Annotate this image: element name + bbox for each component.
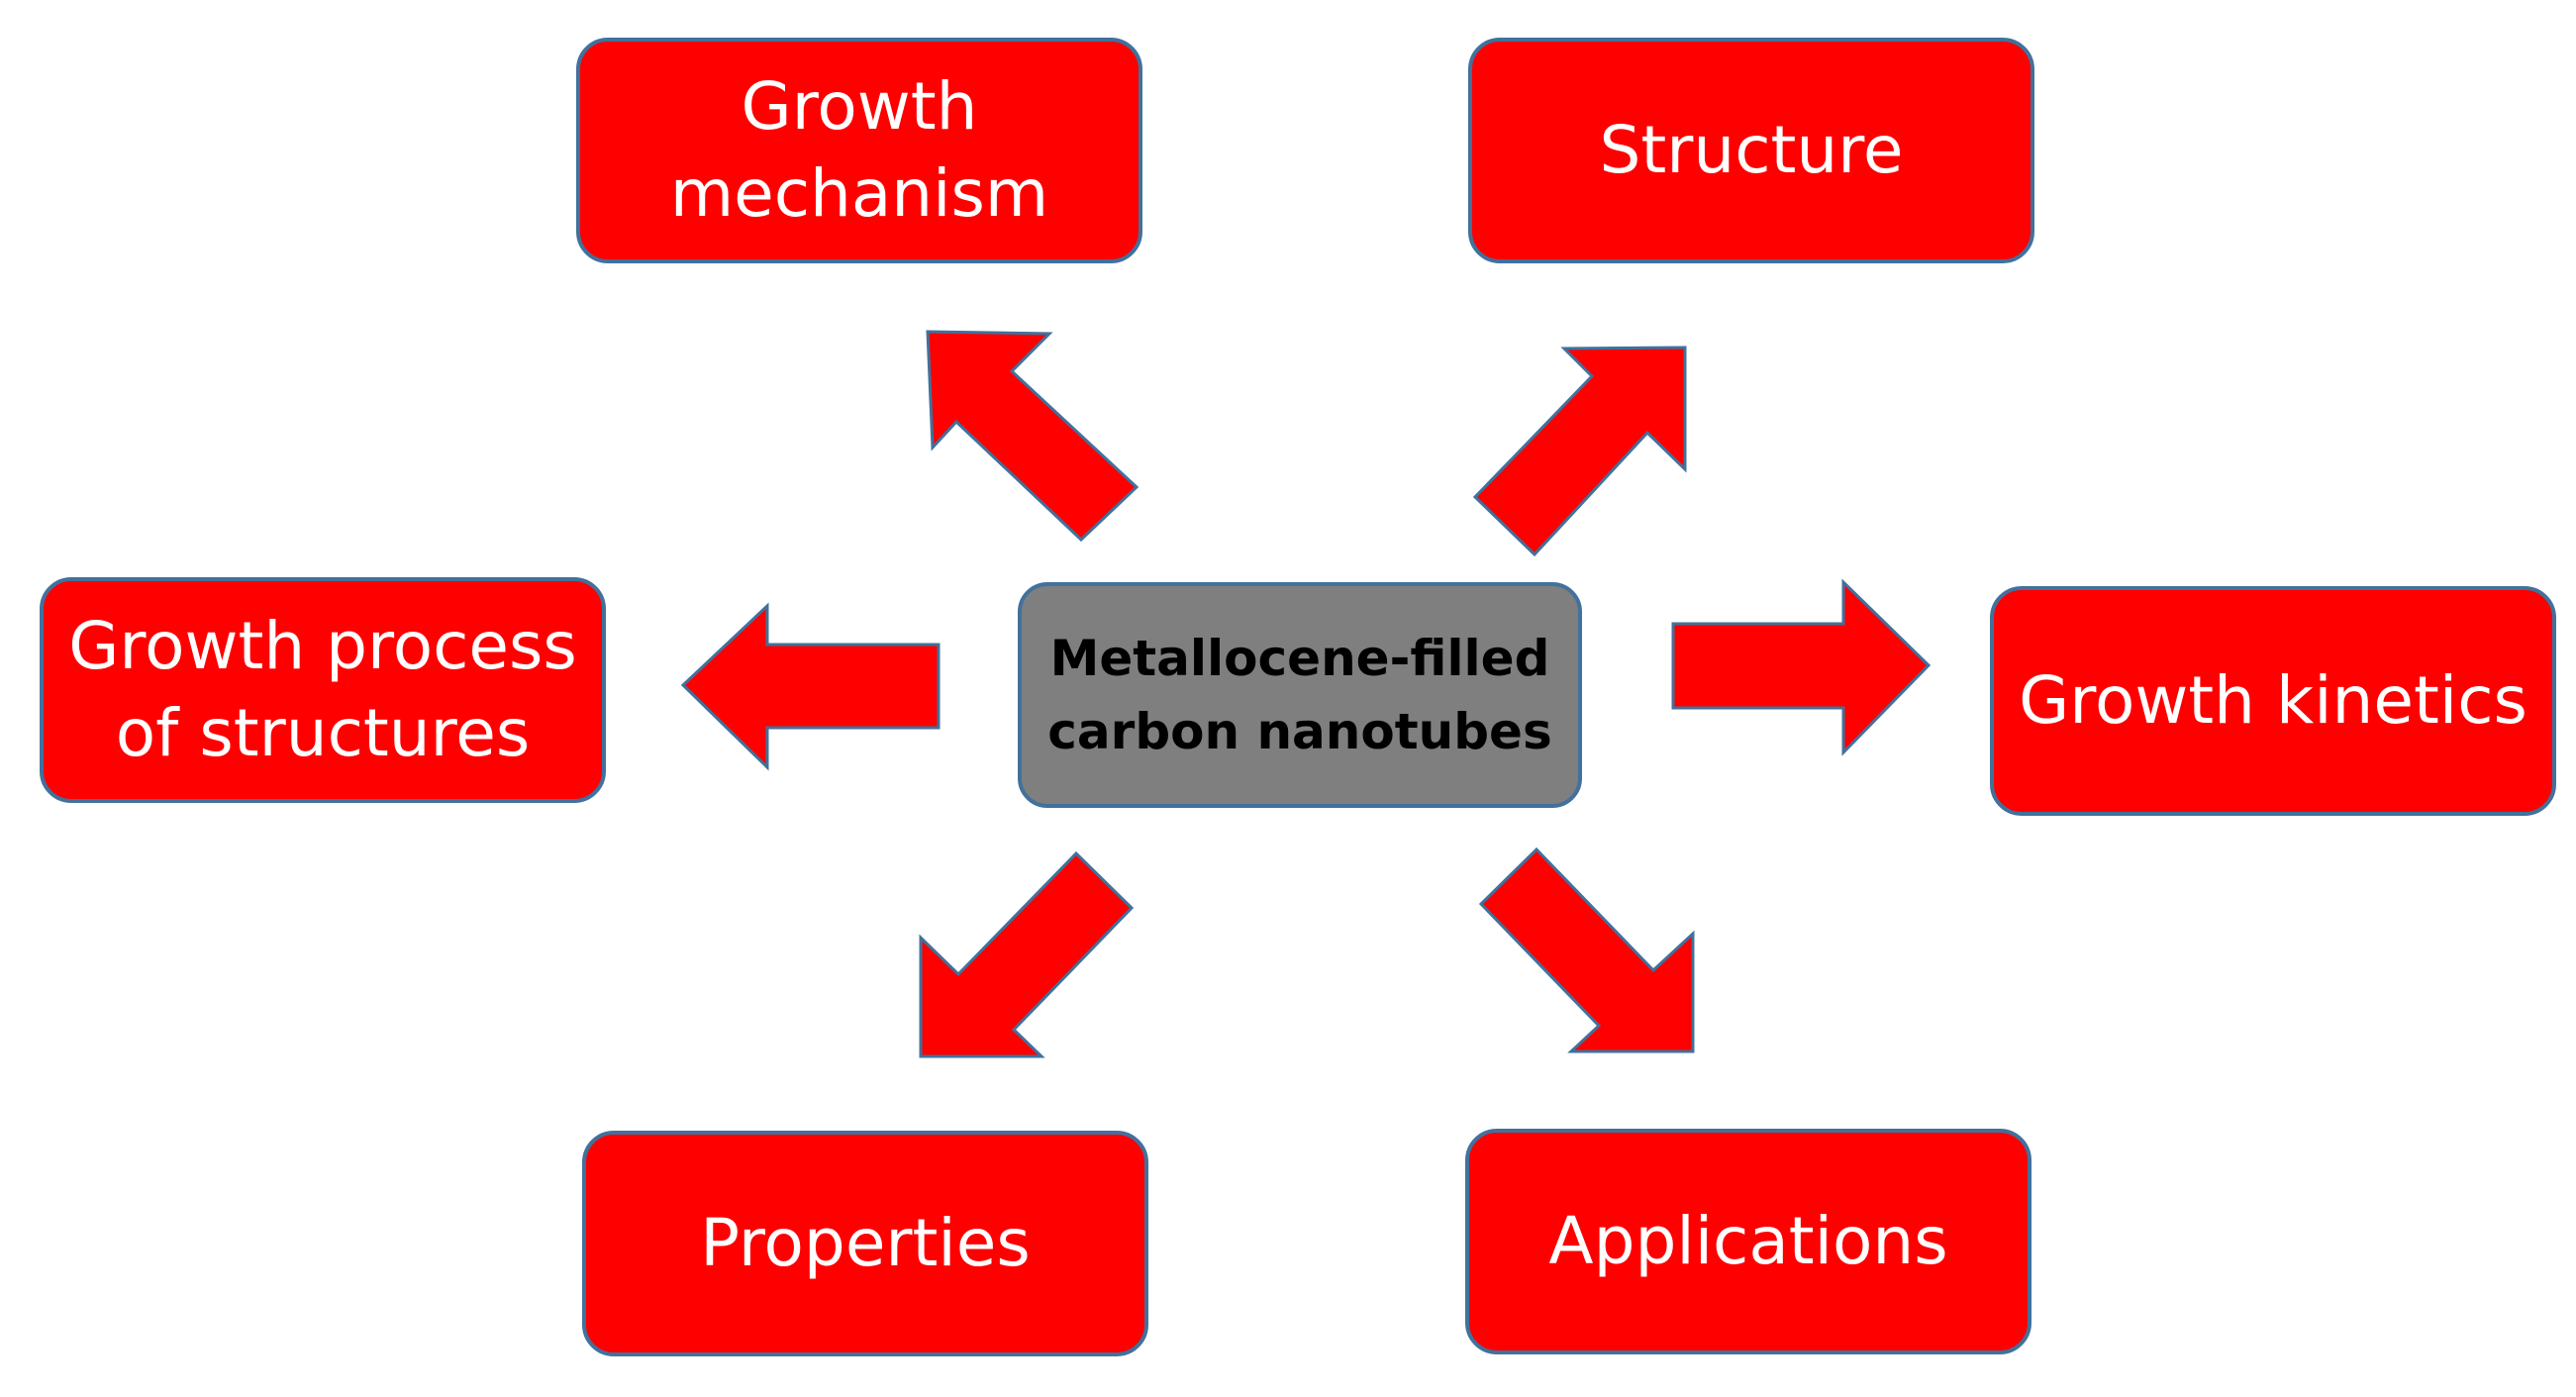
node-applications: Applications [1465, 1129, 2031, 1354]
arrow-to-properties [919, 850, 1135, 1058]
arrow-to-growth-mechanism [926, 330, 1139, 543]
arrow-to-applications [1478, 847, 1695, 1053]
node-structure-label: Structure [1599, 112, 1904, 188]
arrow-to-growth-process [680, 602, 941, 771]
node-growth-mechanism-line1: Growth [741, 68, 978, 145]
node-applications-label: Applications [1548, 1203, 1948, 1279]
node-growth-kinetics-label: Growth kinetics [2019, 662, 2527, 739]
node-properties-label: Properties [700, 1205, 1031, 1281]
arrow-to-growth-kinetics [1671, 578, 1932, 756]
node-growth-kinetics: Growth kinetics [1990, 586, 2556, 816]
center-node-line2: carbon nanotubes [1047, 703, 1552, 760]
center-node: Metallocene-filled carbon nanotubes [1018, 582, 1582, 808]
node-growth-process-line1: Growth process [68, 608, 577, 684]
node-properties: Properties [582, 1131, 1148, 1356]
node-growth-process: Growth process of structures [40, 577, 606, 803]
node-structure: Structure [1468, 38, 2034, 263]
node-growth-mechanism-line2: mechanism [669, 155, 1049, 232]
arrow-to-structure [1472, 346, 1687, 557]
node-growth-process-line2: of structures [115, 695, 531, 771]
center-node-line1: Metallocene-filled [1049, 630, 1550, 687]
node-growth-mechanism: Growth mechanism [576, 38, 1142, 263]
